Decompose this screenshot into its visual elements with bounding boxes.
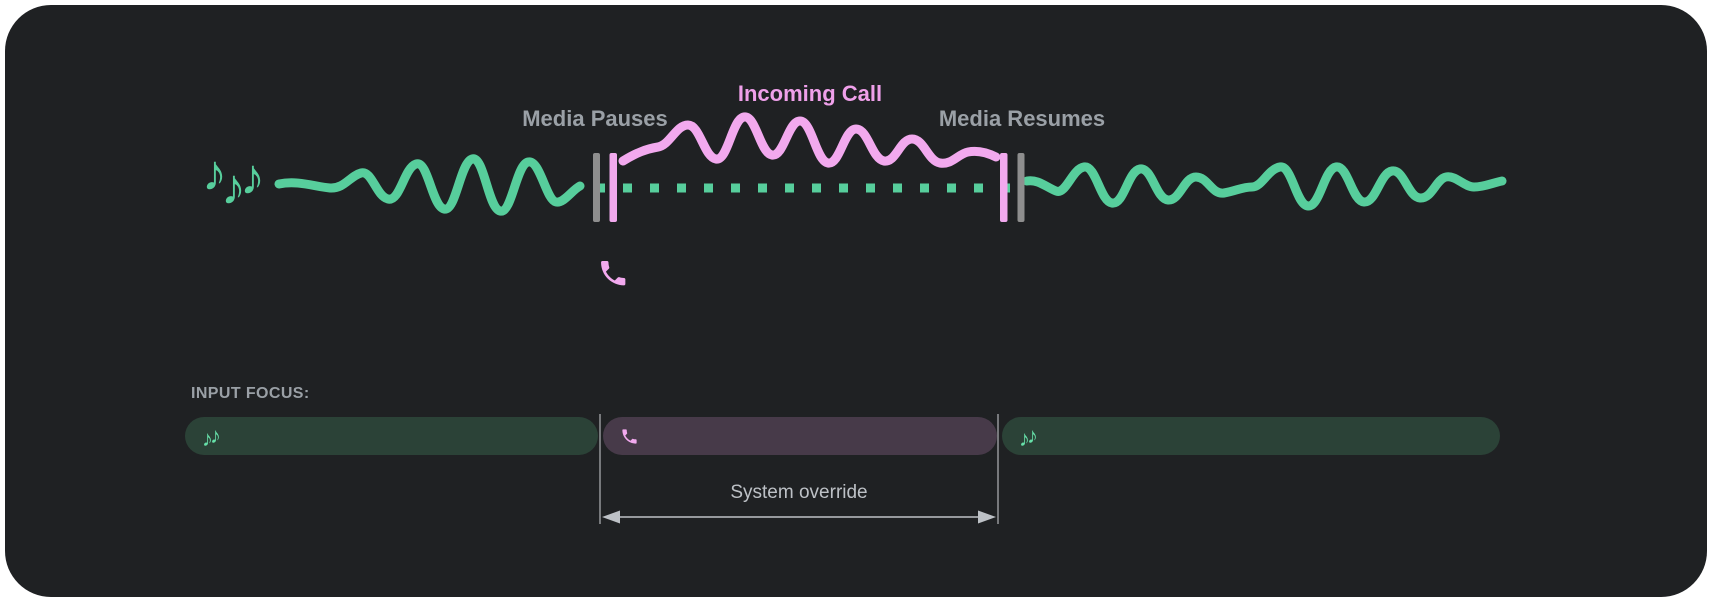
diagram-card xyxy=(5,5,1707,597)
focus-segment-call xyxy=(603,417,997,455)
override-guide-right xyxy=(997,414,999,524)
resume-bar-pink xyxy=(1000,153,1008,222)
incoming-call-wave xyxy=(618,112,1001,168)
incoming-call-label: Incoming Call xyxy=(737,81,883,106)
pause-bar-pink xyxy=(609,153,617,222)
resume-bar-gray xyxy=(1017,153,1025,222)
pause-bar-gray xyxy=(593,153,600,222)
music-notes-icon: ♪ ♪ xyxy=(1019,423,1038,451)
focus-segment-media-2: ♪ ♪ xyxy=(1002,417,1500,455)
override-guide-left xyxy=(599,414,601,524)
media-pauses-label: Media Pauses xyxy=(522,106,668,131)
media-resumes-label: Media Resumes xyxy=(938,106,1106,131)
input-focus-heading: INPUT FOCUS: xyxy=(191,385,310,402)
focus-segment-media-1: ♪ ♪ xyxy=(185,417,598,455)
override-arrow-right-head xyxy=(978,510,996,524)
music-notes-icon: ♪ ♪ xyxy=(202,423,221,451)
override-arrow-left-head xyxy=(602,510,620,524)
phone-icon xyxy=(622,428,637,444)
system-override-label: System override xyxy=(730,482,868,503)
phone-icon xyxy=(601,261,626,286)
media-wave-left xyxy=(274,154,585,216)
music-notes-icon: ♪ ♪ ♪ xyxy=(202,145,265,215)
media-wave-right xyxy=(1022,162,1507,211)
